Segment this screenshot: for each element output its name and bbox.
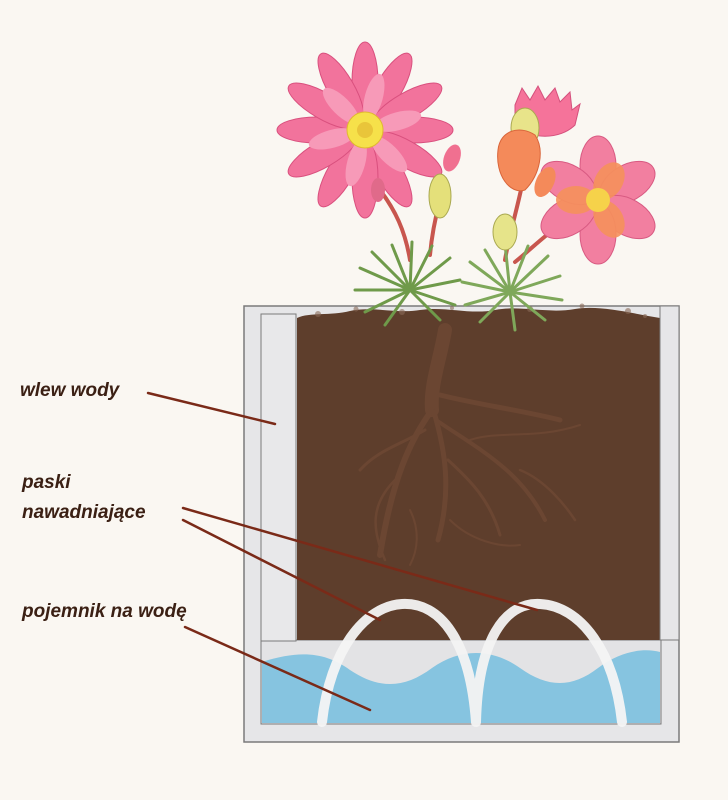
leaf-rosette-left: [353, 240, 462, 327]
leader-line-inlet: [146, 391, 277, 426]
plant-roots: [358, 323, 581, 566]
orange-flower-lower: [540, 135, 656, 265]
label-wicking-strips-line2: nawadniające: [22, 502, 146, 523]
flower-buds-right: [492, 167, 556, 251]
flower-buds-left: [371, 144, 461, 219]
leader-line-reservoir: [183, 625, 372, 712]
pink-flower: [276, 41, 454, 219]
wicking-strip-left: [317, 598, 481, 727]
water-inlet-tube: [260, 313, 297, 642]
label-water-inlet: wlew wody: [20, 380, 120, 401]
leader-lines: [146, 391, 539, 712]
orange-flower-upper: [497, 84, 581, 192]
leader-line-strip-left: [181, 518, 382, 622]
label-wicking-strips: paski nawadniające: [22, 468, 146, 528]
leader-line-strip-right: [181, 506, 539, 612]
wicking-strips: [317, 598, 627, 727]
wicking-strip-right: [471, 598, 627, 727]
soil-body: [297, 307, 660, 640]
leaf-rosette-right: [460, 242, 564, 332]
pot-right-inner-wall: [659, 305, 680, 641]
label-water-reservoir: pojemnik na wodę: [22, 601, 187, 622]
label-wicking-strips-line1: paski: [22, 472, 71, 493]
